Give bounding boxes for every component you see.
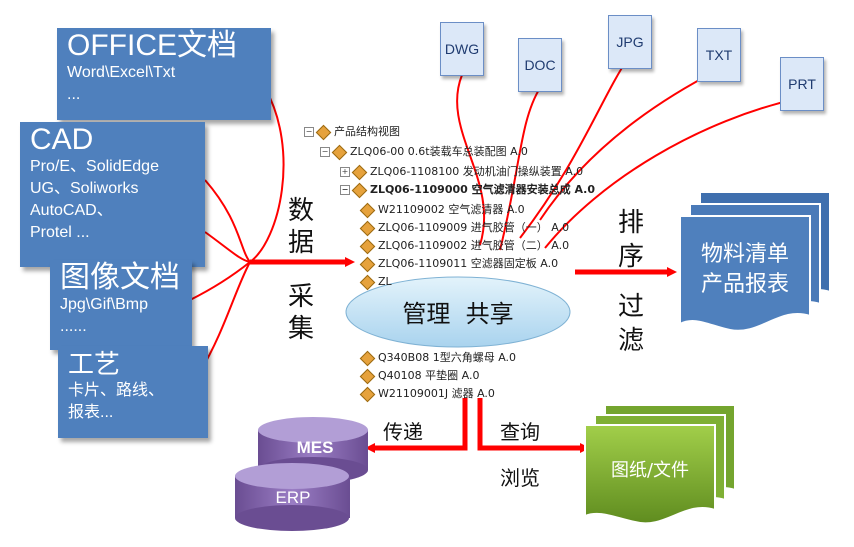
office-note-line: ... — [67, 86, 81, 103]
node-icon — [351, 182, 368, 198]
tree-root[interactable]: − 产品结构视图 — [304, 124, 400, 140]
tree-node[interactable]: − ZLQ06-1109000 空气滤清器安装总成 A.0 — [340, 182, 595, 198]
collapse-icon[interactable]: − — [340, 185, 350, 195]
tree-node-label: ZLQ06-1109002 进气胶管（二） A.0 — [378, 239, 570, 252]
collapse-icon[interactable]: − — [304, 127, 314, 137]
node-icon — [315, 124, 332, 140]
sort-label-char: 序 — [618, 242, 645, 272]
collapse-icon[interactable]: − — [320, 147, 330, 157]
query-arrow — [477, 398, 590, 453]
node-icon — [359, 220, 376, 236]
bom-label-line: 产品报表 — [700, 272, 789, 297]
image-note-line: Jpg\Gif\Bmp — [60, 296, 149, 313]
collect-label-char: 集 — [288, 314, 315, 344]
tree-node-label: ZLQ06-1109011 空滤器固定板 A.0 — [378, 257, 559, 270]
node-icon — [359, 238, 376, 254]
image-note-title: 图像文档 — [60, 261, 180, 294]
office-note: OFFICE文档 Word\Excel\Txt ... — [57, 28, 271, 120]
erp-cylinder — [235, 463, 350, 531]
browse-label: 浏览 — [500, 466, 540, 490]
txt-file-icon: TXT — [697, 28, 741, 82]
tree-node[interactable]: ZL — [359, 274, 392, 290]
office-note-line: Word\Excel\Txt — [67, 64, 176, 81]
collect-label-char: 采 — [288, 282, 315, 312]
tree-node-label: W21109002 空气滤清器 A.0 — [378, 203, 525, 216]
tree-node-label: Q340B08 1型六角螺母 A.0 — [378, 351, 517, 364]
tree-root-label: 产品结构视图 — [334, 125, 400, 138]
product-tree: −产品结构视图 −ZLQ06-00 0.6t装载车总装配图 A.0 +ZLQ06… — [300, 124, 630, 404]
image-note: 图像文档 Jpg\Gif\Bmp ...... — [50, 260, 192, 350]
drawings-doc-stack — [584, 404, 736, 525]
cad-note-line: UG、Soliworks — [30, 180, 139, 197]
mes-label: MES — [296, 438, 334, 457]
node-icon — [359, 350, 376, 366]
node-icon — [359, 368, 376, 384]
tree-node-label: Q40108 平垫圈 A.0 — [378, 369, 480, 382]
cad-note-line: Protel ... — [30, 224, 90, 241]
node-icon — [351, 164, 368, 180]
center-label: 管理 共享 — [402, 300, 514, 328]
drawings-label: 图纸/文件 — [610, 460, 690, 481]
cad-note-title: CAD — [30, 123, 94, 156]
node-icon — [359, 386, 376, 402]
tree-node[interactable]: Q40108 平垫圈 A.0 — [359, 368, 480, 384]
prt-file-icon: PRT — [780, 57, 824, 111]
tree-node-label: ZLQ06-1108100 发动机油门操纵装置 A.0 — [370, 165, 584, 178]
tree-node-label: ZLQ06-00 0.6t装载车总装配图 A.0 — [350, 145, 528, 158]
erp-label: ERP — [275, 488, 311, 507]
craft-note: 工艺 卡片、路线、 报表... — [58, 346, 208, 438]
query-label: 查询 — [500, 420, 540, 444]
node-icon — [359, 274, 376, 290]
office-note-title: OFFICE文档 — [67, 29, 237, 62]
tree-node-label: ZLQ06-1109000 空气滤清器安装总成 A.0 — [370, 183, 595, 196]
cad-note-line: Pro/E、SolidEdge — [30, 158, 159, 175]
bom-label-line: 物料清单 — [700, 242, 789, 267]
tree-node[interactable]: W21109002 空气滤清器 A.0 — [359, 202, 525, 218]
transfer-arrow — [365, 398, 468, 453]
node-icon — [359, 256, 376, 272]
bom-label: 物料清单 产品报表 — [690, 240, 800, 300]
collect-label-char: 数 — [288, 196, 315, 226]
sort-label-char: 滤 — [618, 326, 645, 356]
jpg-file-icon: JPG — [608, 15, 652, 69]
craft-note-line: 报表... — [68, 404, 114, 421]
tree-node[interactable]: Q340B08 1型六角螺母 A.0 — [359, 350, 517, 366]
dwg-file-icon: DWG — [440, 22, 484, 76]
tree-node[interactable]: W21109001J 滤器 A.0 — [359, 386, 495, 402]
transfer-label: 传递 — [383, 420, 423, 444]
cad-note: CAD Pro/E、SolidEdge UG、Soliworks AutoCAD… — [20, 122, 205, 267]
doc-file-icon: DOC — [518, 38, 562, 92]
tree-node-label: ZL — [378, 275, 392, 288]
bom-doc-stack — [679, 191, 831, 332]
tree-node[interactable]: − ZLQ06-00 0.6t装载车总装配图 A.0 — [320, 144, 528, 160]
sort-label-char: 过 — [618, 292, 645, 322]
center-ellipse — [345, 276, 571, 348]
cad-note-line: AutoCAD、 — [30, 202, 113, 219]
image-note-line: ...... — [60, 318, 87, 335]
craft-note-line: 卡片、路线、 — [68, 382, 165, 399]
expand-icon[interactable]: + — [340, 167, 350, 177]
tree-node[interactable]: ZLQ06-1109009 进气胶管（一） A.0 — [359, 220, 570, 236]
node-icon — [359, 202, 376, 218]
file-curves — [456, 54, 801, 251]
sort-label-char: 排 — [618, 208, 645, 238]
node-icon — [331, 144, 348, 160]
tree-node-label: ZLQ06-1109009 进气胶管（一） A.0 — [378, 221, 570, 234]
collect-label-char: 据 — [288, 228, 315, 258]
craft-note-title: 工艺 — [68, 349, 121, 379]
tree-node-label: W21109001J 滤器 A.0 — [378, 387, 495, 400]
tree-node[interactable]: ZLQ06-1109011 空滤器固定板 A.0 — [359, 256, 559, 272]
tree-node[interactable]: + ZLQ06-1108100 发动机油门操纵装置 A.0 — [340, 164, 583, 180]
tree-node[interactable]: ZLQ06-1109002 进气胶管（二） A.0 — [359, 238, 570, 254]
